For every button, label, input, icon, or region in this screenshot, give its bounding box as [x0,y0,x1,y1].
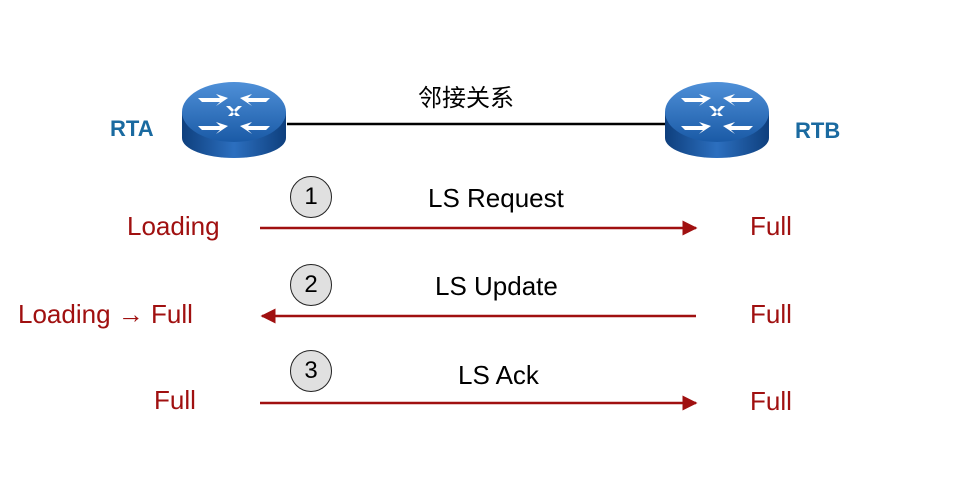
router-rtb-label: RTB [795,118,841,143]
rtb-state-2: Full [750,299,792,329]
router-rta-label: RTA [110,116,154,141]
step-2-badge: 2 [290,264,332,306]
adjacency-label: 邻接关系 [418,84,514,112]
rta-state-3: Full [154,385,196,415]
step-3-badge: 3 [290,350,332,392]
step-1-badge: 1 [290,176,332,218]
rta-state-2: Loading → Full [18,299,193,329]
message-ls-ack: LS Ack [458,360,539,390]
rtb-state-3: Full [750,386,792,416]
message-ls-request: LS Request [428,183,564,213]
message-ls-update: LS Update [435,271,558,301]
rta-state-1: Loading [127,211,220,241]
router-rtb-icon [665,82,769,158]
rtb-state-1: Full [750,211,792,241]
router-rta-icon [182,82,286,158]
